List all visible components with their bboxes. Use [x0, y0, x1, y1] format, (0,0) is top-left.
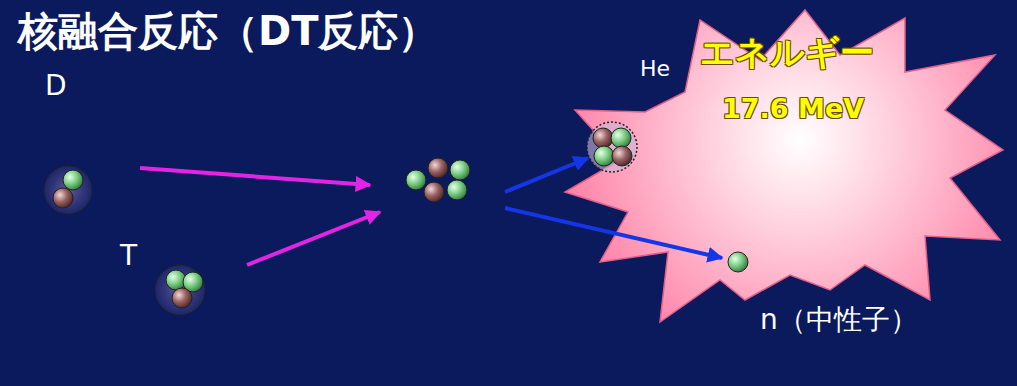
energy-text: エネルギー: [700, 33, 874, 72]
nucleus-label: T: [120, 240, 137, 272]
nucleus-label: D: [45, 70, 67, 102]
incoming-arrow: [140, 168, 370, 185]
compound-nucleus: [406, 158, 470, 202]
tritium-nucleus: [155, 265, 205, 315]
nucleus-label: He: [640, 56, 670, 81]
particle-label: n（中性子）: [760, 304, 918, 336]
incoming-arrow: [247, 212, 380, 265]
energy-burst: エネルギー 17.6 MeV: [565, 5, 1005, 340]
diagram-title: 核融合反応（DT反応）: [18, 8, 439, 54]
energy-text: 17.6 MeV: [722, 93, 864, 124]
deuterium-nucleus: [44, 166, 92, 214]
